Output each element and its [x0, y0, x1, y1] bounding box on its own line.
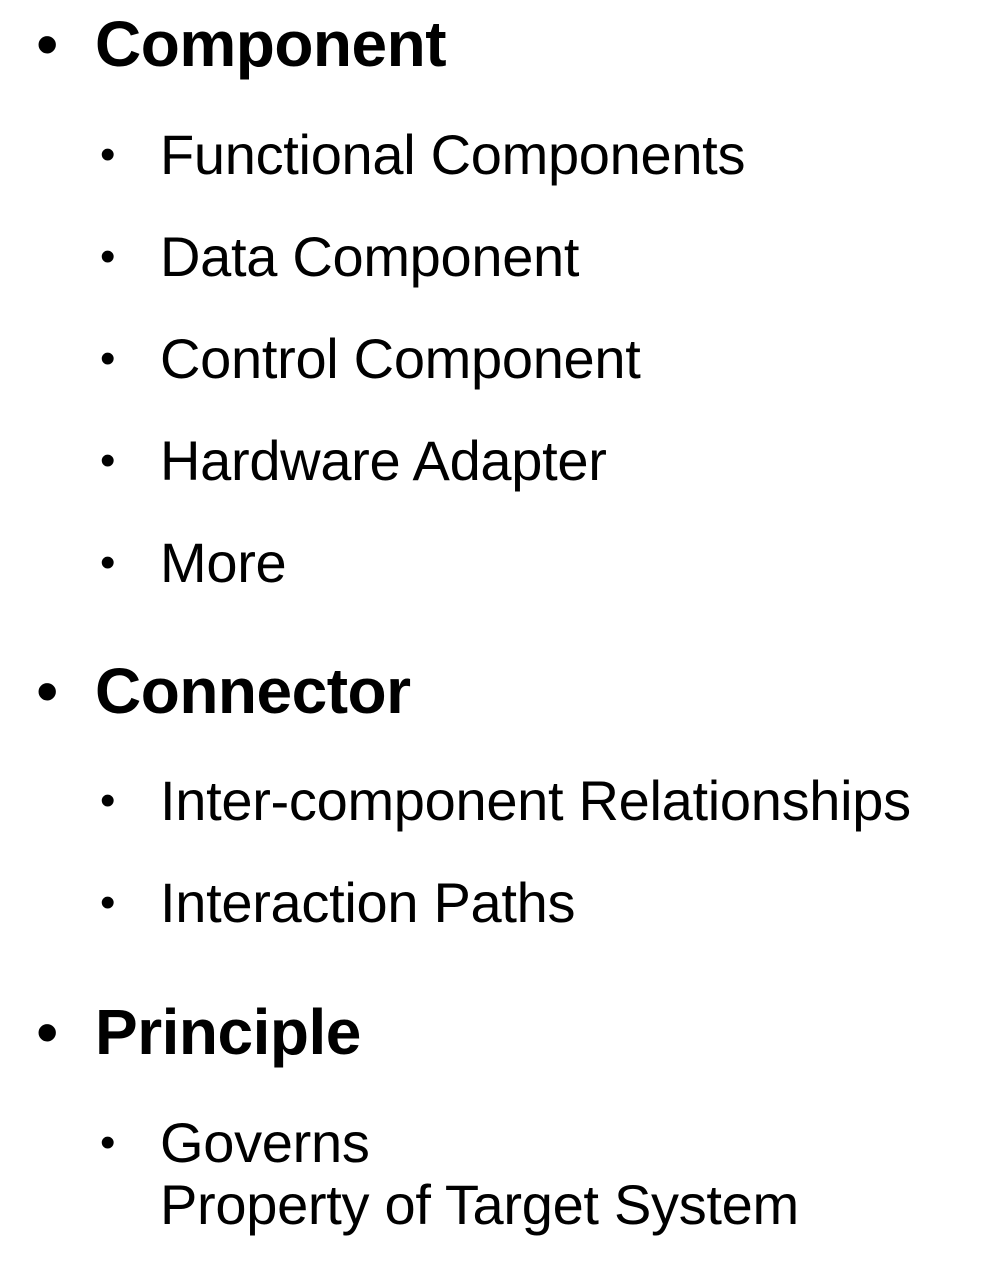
- list-item-line: Property of Target System: [160, 1173, 799, 1236]
- list-item-label: Inter-component Relationships: [160, 769, 911, 832]
- heading-label: Principle: [95, 996, 361, 1068]
- heading-label: Connector: [95, 655, 411, 727]
- bullet-icon: •: [100, 878, 116, 927]
- list-item-label: Governs Property of Target System: [160, 1112, 799, 1236]
- bullet-icon: •: [36, 996, 58, 1068]
- list-item-line: Governs: [160, 1111, 370, 1174]
- bullet-icon: •: [36, 655, 58, 727]
- list-item-label: Control Component: [160, 327, 641, 390]
- heading-label: Component: [95, 8, 447, 80]
- bullet-icon: •: [36, 8, 58, 80]
- list-item-label: More: [160, 531, 287, 594]
- bullet-icon: •: [100, 436, 116, 485]
- list-item-label: Hardware Adapter: [160, 429, 607, 492]
- bullet-icon: •: [100, 1118, 116, 1167]
- bullet-icon: •: [100, 130, 116, 179]
- list-item-label: Interaction Paths: [160, 871, 576, 934]
- bullet-icon: •: [100, 232, 116, 281]
- bullet-icon: •: [100, 334, 116, 383]
- list-item-label: Functional Components: [160, 123, 746, 186]
- bullet-icon: •: [100, 776, 116, 825]
- list-item-label: Data Component: [160, 225, 580, 288]
- bullet-icon: •: [100, 538, 116, 587]
